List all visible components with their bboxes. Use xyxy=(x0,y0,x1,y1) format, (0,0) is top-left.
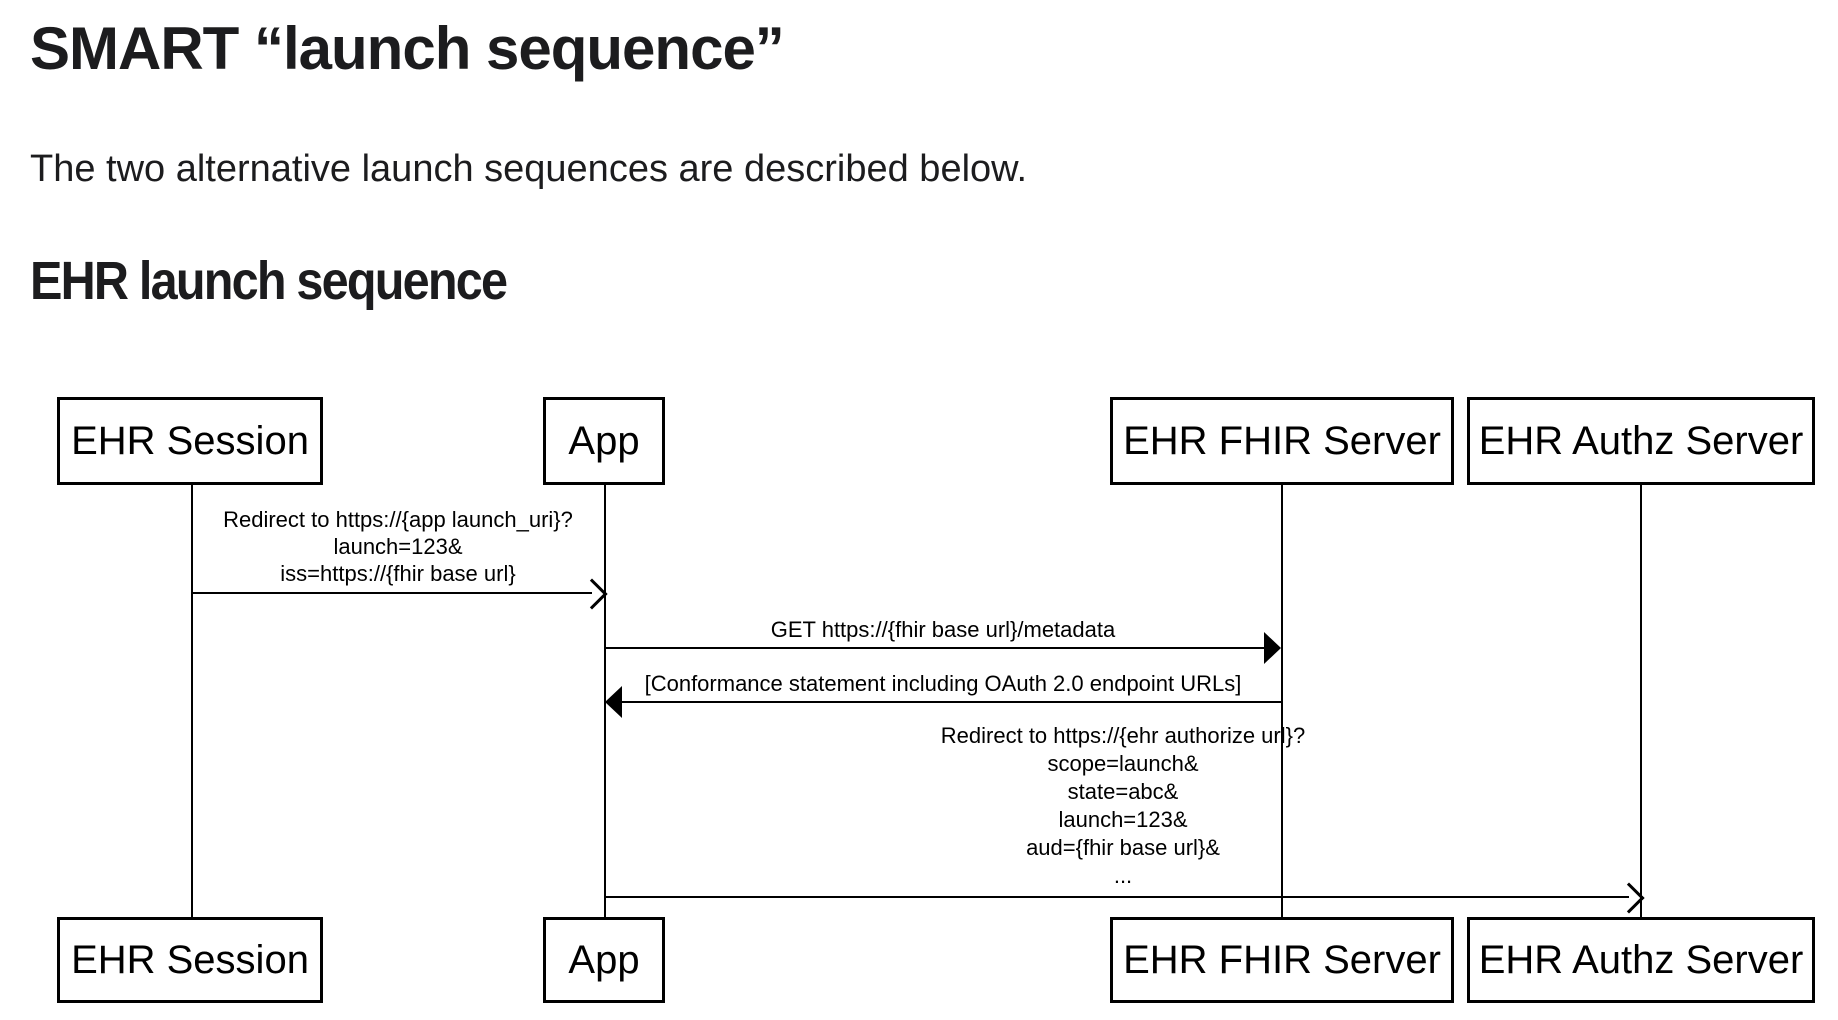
lifeline-ehr-authz-server xyxy=(1640,485,1642,917)
actor-top-app: App xyxy=(543,397,665,485)
message-3-arrow-line xyxy=(622,701,1282,703)
message-1-line-2: launch=123& xyxy=(333,534,463,559)
actor-top-ehr-authz-server: EHR Authz Server xyxy=(1467,397,1815,485)
actor-top-ehr-fhir-server: EHR FHIR Server xyxy=(1110,397,1454,485)
message-2-line-1: GET https://{fhir base url}/metadata xyxy=(770,617,1116,642)
actor-label: EHR Session xyxy=(71,418,309,463)
actor-label: EHR Session xyxy=(71,937,309,982)
message-2-arrow-line xyxy=(605,647,1265,649)
message-1-arrow-line xyxy=(192,592,592,594)
actor-bottom-ehr-authz-server: EHR Authz Server xyxy=(1467,917,1815,1003)
message-4-line-3: state=abc& xyxy=(1067,779,1179,804)
actor-label: EHR Authz Server xyxy=(1478,418,1804,463)
actor-bottom-ehr-fhir-server: EHR FHIR Server xyxy=(1110,917,1454,1003)
message-4-line-5: aud={fhir base url}& xyxy=(1026,835,1220,860)
open-arrowhead-icon xyxy=(576,578,608,610)
actor-bottom-app: App xyxy=(543,917,665,1003)
message-4-line-2: scope=launch& xyxy=(1047,751,1199,776)
message-4-line-6: ... xyxy=(1113,863,1133,888)
message-4-line-4: launch=123& xyxy=(1058,807,1188,832)
message-3-line-1: [Conformance statement including OAuth 2… xyxy=(644,671,1242,696)
filled-arrowhead-icon xyxy=(1264,632,1281,664)
page-title: SMART “launch sequence” xyxy=(30,15,785,82)
actor-label: App xyxy=(568,418,640,463)
message-4-label: Redirect to https://{ehr authorize url}?… xyxy=(941,722,1305,890)
message-1-line-3: iss=https://{fhir base url} xyxy=(280,561,516,586)
message-4-arrow-line xyxy=(605,896,1629,898)
actor-label: EHR Authz Server xyxy=(1478,937,1804,982)
message-3-label: [Conformance statement including OAuth 2… xyxy=(645,670,1242,697)
lifeline-ehr-session xyxy=(191,485,193,917)
message-4-line-1: Redirect to https://{ehr authorize url}? xyxy=(940,723,1306,748)
message-1-label: Redirect to https://{app launch_uri}? la… xyxy=(223,506,573,587)
actor-bottom-ehr-session: EHR Session xyxy=(57,917,323,1003)
section-heading: EHR launch sequence xyxy=(30,251,508,311)
message-1-line-1: Redirect to https://{app launch_uri}? xyxy=(223,507,573,532)
actor-label: App xyxy=(568,937,640,982)
intro-text: The two alternative launch sequences are… xyxy=(30,148,1028,190)
actor-top-ehr-session: EHR Session xyxy=(57,397,323,485)
actor-label: EHR FHIR Server xyxy=(1123,937,1441,982)
message-2-label: GET https://{fhir base url}/metadata xyxy=(771,616,1115,643)
filled-arrowhead-icon xyxy=(605,686,622,718)
lifeline-ehr-fhir-server xyxy=(1281,485,1283,917)
actor-label: EHR FHIR Server xyxy=(1123,418,1441,463)
